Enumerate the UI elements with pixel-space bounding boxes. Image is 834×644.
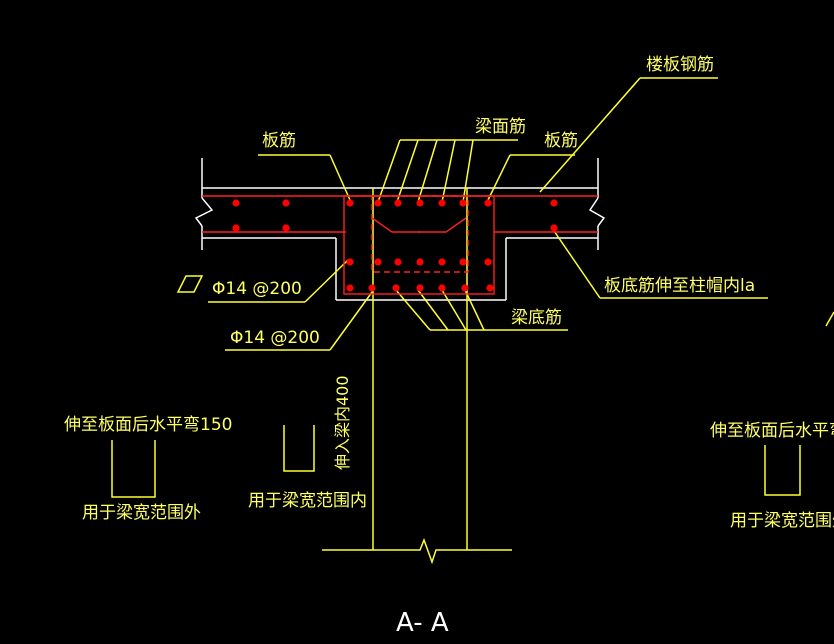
right-break-zigzag bbox=[588, 197, 606, 227]
rebar-dot bbox=[438, 284, 446, 292]
leader-beam-top-3 bbox=[417, 139, 438, 203]
rebar-dot bbox=[438, 258, 446, 266]
label-mid-note: 用于梁宽范围内 bbox=[248, 491, 367, 511]
label-left-note-bottom: 用于梁宽范围外 bbox=[82, 503, 201, 523]
rebar-dot bbox=[374, 258, 382, 266]
rebar-dot bbox=[416, 199, 424, 207]
rebar-dot bbox=[282, 199, 290, 207]
rebar-dot bbox=[392, 284, 400, 292]
hook-right bbox=[764, 445, 801, 496]
rebar-dot bbox=[394, 258, 402, 266]
annotations: 楼板钢筋 梁面筋 板筋 板筋 板底筋伸至柱帽内la Φ14 @200 Φ14 @… bbox=[64, 55, 834, 638]
leader-stirrup-lower bbox=[329, 287, 376, 351]
left-break-zigzag bbox=[194, 197, 214, 227]
rebar-dots bbox=[232, 199, 558, 292]
leader-lines bbox=[111, 77, 834, 565]
leader-beam-top-5 bbox=[462, 139, 474, 203]
rebar-dot bbox=[484, 199, 492, 207]
label-anchor-400: 伸入梁内400 bbox=[333, 375, 352, 470]
leader-stirrup-upper bbox=[304, 259, 349, 303]
section-marker-left bbox=[176, 275, 204, 293]
section-title: A- A bbox=[396, 608, 449, 638]
rebar-dot bbox=[282, 224, 290, 232]
rebar-dot bbox=[459, 199, 467, 207]
leader-beam-bottom-2 bbox=[417, 289, 449, 331]
bent-bar-right bbox=[418, 217, 467, 233]
leader-slab-bottom bbox=[551, 227, 601, 299]
rebar-dot bbox=[438, 199, 446, 207]
leader-slab-bar-left bbox=[329, 154, 351, 201]
leader-slab-bar-right bbox=[487, 154, 511, 201]
column-bottom-break bbox=[322, 537, 512, 565]
label-beam-bottom-rebar: 梁底筋 bbox=[511, 308, 562, 328]
leader-beam-bottom-1 bbox=[395, 289, 431, 331]
rebar-dot bbox=[346, 258, 354, 266]
label-stirrup-upper: Φ14 @200 bbox=[212, 279, 302, 299]
rebar-dot bbox=[416, 258, 424, 266]
rebar-dot bbox=[484, 258, 492, 266]
label-right-note-bottom: 用于梁宽范围外 bbox=[730, 511, 834, 531]
hook-mid bbox=[283, 425, 315, 472]
label-slab-bar-left: 板筋 bbox=[262, 131, 296, 151]
section-marker-right bbox=[825, 311, 834, 327]
rebar-dot bbox=[486, 284, 494, 292]
rebar-dot bbox=[346, 199, 354, 207]
leader-beam-top-1 bbox=[377, 139, 401, 203]
label-left-note-top: 伸至板面后水平弯150 bbox=[64, 415, 232, 435]
concrete-outline bbox=[194, 158, 606, 301]
label-stirrup-lower: Φ14 @200 bbox=[230, 328, 320, 348]
rebar-dot bbox=[368, 284, 376, 292]
label-right-note-top: 伸至板面后水平弯150 bbox=[710, 421, 834, 441]
rebar-dot bbox=[550, 224, 558, 232]
leader-beam-top-2 bbox=[396, 139, 419, 203]
rebar-dot bbox=[232, 199, 240, 207]
leader-beam-top-4 bbox=[441, 139, 456, 203]
rebar-dot bbox=[232, 224, 240, 232]
rebar-dot bbox=[416, 284, 424, 292]
rebar-dot bbox=[346, 284, 354, 292]
label-beam-top-rebar: 梁面筋 bbox=[475, 117, 526, 137]
stirrup-inner bbox=[371, 195, 469, 273]
label-slab-rebar: 楼板钢筋 bbox=[646, 55, 714, 75]
hook-left bbox=[111, 440, 156, 498]
rebar-lines bbox=[202, 195, 598, 295]
rebar-dot bbox=[550, 199, 558, 207]
label-slab-bar-right: 板筋 bbox=[544, 131, 578, 151]
rebar-dot bbox=[394, 199, 402, 207]
bent-bar-left bbox=[371, 217, 420, 233]
rebar-dot bbox=[461, 284, 469, 292]
leader-beam-bottom-4 bbox=[464, 289, 485, 331]
rebar-dot bbox=[459, 258, 467, 266]
leader-slab-rebar bbox=[539, 77, 641, 193]
stirrup-outer bbox=[343, 195, 495, 295]
leader-beam-bottom-3 bbox=[441, 289, 467, 331]
rebar-dot bbox=[374, 199, 382, 207]
label-slab-bottom-into-cap: 板底筋伸至柱帽内la bbox=[604, 276, 755, 296]
